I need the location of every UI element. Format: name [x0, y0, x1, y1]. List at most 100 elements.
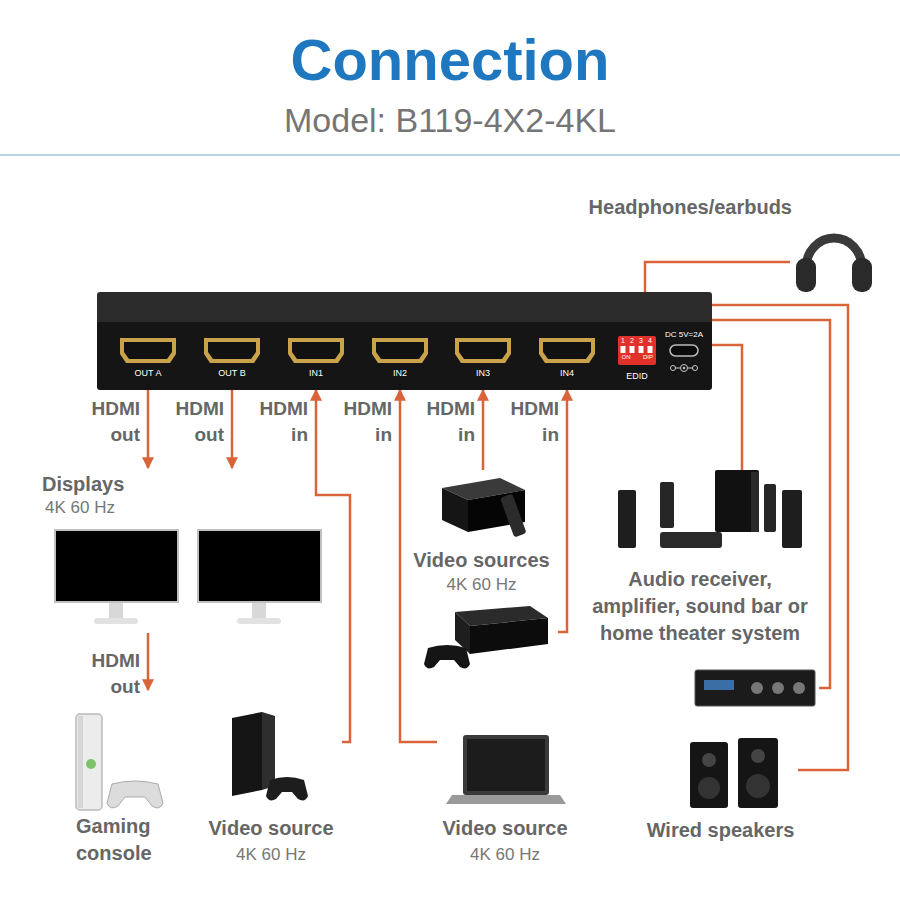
hdmi-socket-rim — [288, 338, 344, 363]
wired-speakers-node: Wired speakers — [643, 730, 798, 860]
console-side — [78, 716, 83, 808]
tweeter — [702, 753, 716, 767]
hdmi-port: IN4 — [535, 337, 599, 390]
screen — [55, 530, 178, 602]
apple-tv-icon — [442, 478, 527, 537]
hdmi-socket-hole — [292, 342, 340, 359]
tower-speaker — [618, 490, 636, 548]
console-front — [470, 618, 548, 654]
node-text: OUT B — [218, 368, 245, 379]
remote — [500, 494, 527, 538]
node-text: Wired speakers — [647, 818, 795, 842]
video-source-node: Video source4K 60 Hz — [200, 708, 342, 875]
box-left — [442, 488, 468, 532]
woofer — [746, 774, 770, 798]
hdmi-socket — [116, 337, 180, 365]
node-text: 4K 60 Hz — [470, 845, 540, 865]
hdmi-port: IN1 — [284, 337, 348, 390]
laptop-base — [446, 795, 566, 804]
tower-speaker — [782, 490, 802, 548]
stand-base — [94, 618, 138, 624]
connector — [147, 390, 150, 468]
dip-lever — [648, 346, 653, 353]
amp-knob — [751, 682, 763, 694]
connector — [558, 390, 567, 632]
dc-polarity — [681, 365, 688, 372]
center-speaker — [660, 532, 722, 548]
dip-lever — [630, 346, 635, 353]
node-text: 4K 60 Hz — [45, 498, 115, 518]
controller — [424, 645, 470, 668]
connector — [231, 390, 234, 468]
stand — [252, 603, 266, 618]
usb-c-port — [670, 345, 698, 356]
dip-on-mark: ON — [622, 354, 631, 361]
headphones-icon — [796, 238, 872, 292]
node-text: Headphones/earbuds — [589, 195, 792, 219]
dc-polarity — [673, 368, 695, 369]
dc-polarity — [671, 366, 676, 371]
connector — [712, 305, 848, 770]
laptop-lid — [463, 735, 549, 795]
dc-polarity — [683, 367, 685, 369]
amp-knob — [793, 682, 805, 694]
connector — [316, 390, 350, 742]
node-text: Video source — [208, 816, 333, 840]
connector — [645, 262, 790, 292]
node-text: IN4 — [560, 368, 574, 379]
monitor-icon — [55, 530, 178, 624]
hdmi-socket-rim — [372, 338, 428, 363]
amplifier-icon — [695, 670, 815, 706]
stand — [109, 603, 123, 618]
ear-cup — [852, 258, 872, 292]
node-text: Video sources — [413, 548, 549, 572]
woofer — [698, 777, 720, 799]
node-text: DC 5V=2A — [665, 330, 703, 340]
video-sources-node: Video sources 4K 60 Hz — [405, 470, 558, 670]
dip-number: 2 — [630, 337, 634, 345]
speaker-cabinet — [738, 738, 778, 808]
screen — [198, 530, 321, 602]
power-light — [86, 759, 96, 769]
ps3-icon — [424, 606, 548, 668]
title: Connection — [291, 26, 610, 94]
dip-number: 4 — [648, 337, 652, 345]
console-front — [232, 712, 262, 796]
model-number: Model: B119-4X2-4KL — [284, 100, 616, 141]
video-source-node: Video source4K 60 Hz — [437, 730, 573, 875]
node-text: 4K 60 Hz — [447, 575, 517, 595]
edge-label: HDMI out — [91, 396, 140, 448]
hdmi-socket — [535, 337, 599, 365]
satellite-speaker — [764, 484, 776, 532]
node-text: Gaming console — [76, 813, 176, 867]
hdmi-socket-rim — [539, 338, 595, 363]
subwoofer — [715, 470, 759, 532]
edge-label: HDMI in — [343, 396, 392, 448]
ear-cup — [796, 258, 816, 292]
laptop-icon — [446, 735, 566, 804]
edge-label: HDMI out — [175, 396, 224, 448]
controller — [107, 781, 163, 808]
title-rule — [0, 154, 900, 156]
edge-label: HDMI out — [91, 648, 140, 700]
gaming-console-node: Gaming console — [68, 690, 179, 875]
satellite-speaker — [660, 482, 674, 528]
ps4-icon — [232, 712, 308, 800]
hdmi-port: OUT B — [200, 337, 264, 390]
node-text: IN2 — [393, 368, 407, 379]
speaker-cabinet — [690, 742, 728, 808]
edge-label: HDMI in — [426, 396, 475, 448]
audio-system-node: Audio receiver, amplifier, sound bar or … — [581, 470, 819, 710]
displays-node: Displays4K 60 Hz — [39, 468, 330, 633]
edge-label: HDMI in — [510, 396, 559, 448]
tweeter — [751, 749, 765, 763]
hdmi-socket — [368, 337, 432, 365]
dip-number: 3 — [639, 337, 643, 345]
node-text: Displays — [42, 472, 124, 496]
wired-speakers-icon — [690, 738, 778, 808]
node-text: Audio receiver, amplifier, sound bar or … — [584, 566, 816, 647]
hdmi-socket-hole — [208, 342, 256, 359]
hdmi-socket — [200, 337, 264, 365]
hdmi-socket-hole — [376, 342, 424, 359]
dip-lever — [639, 346, 644, 353]
